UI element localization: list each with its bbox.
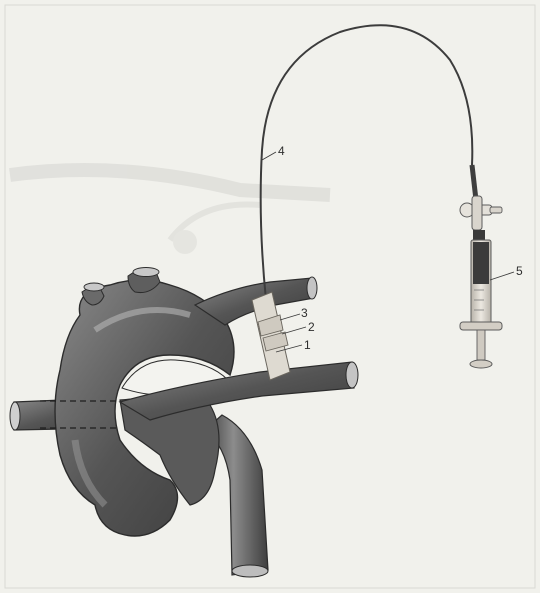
callout-label-3: 3 [301, 306, 308, 320]
callout-label-4: 4 [278, 144, 285, 158]
brachiocephalic-opening [84, 283, 104, 291]
carotid-opening [133, 268, 159, 277]
syringe-fill [473, 242, 489, 284]
syringe-flange [460, 322, 502, 330]
lower-right-vessel-opening [346, 362, 358, 388]
callout-label-2: 2 [308, 320, 315, 334]
upper-right-vessel-opening [307, 277, 317, 299]
callout-label-5: 5 [516, 264, 523, 278]
syringe-hub [473, 230, 485, 240]
callout-label-1: 1 [304, 338, 311, 352]
left-vessel-opening [10, 402, 20, 430]
syringe-plunger-thumb [470, 360, 492, 368]
syringe-plunger-rod [477, 330, 485, 360]
descending-vessel-opening [232, 565, 268, 577]
